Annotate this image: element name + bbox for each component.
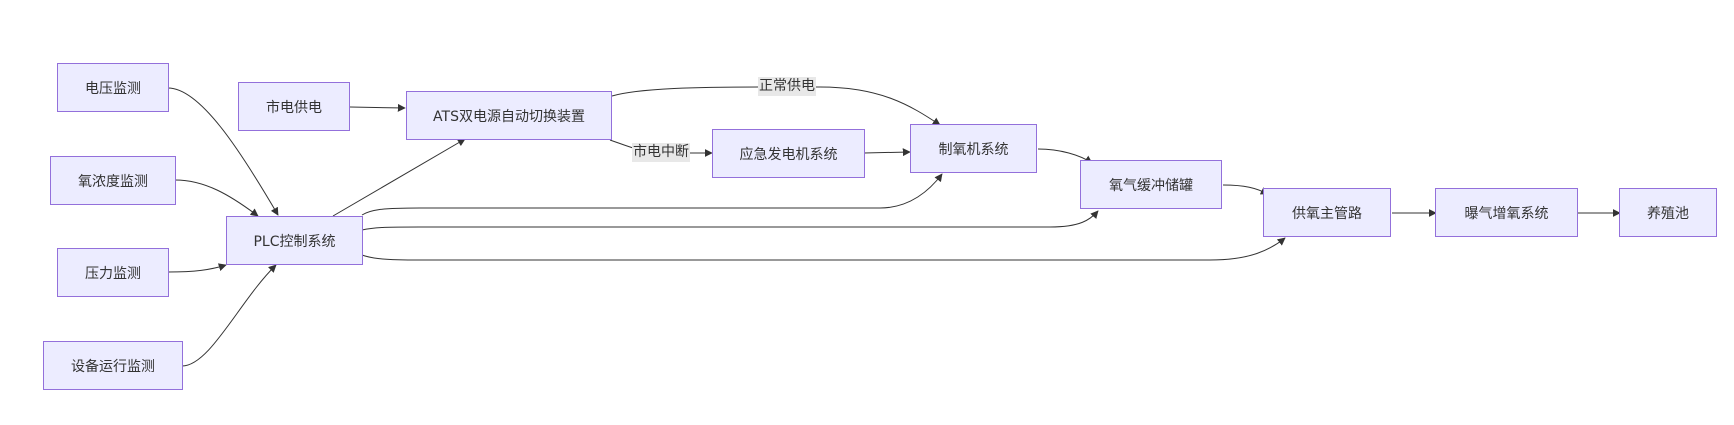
node-oxygen-conc-monitor: 氧浓度监测 (50, 156, 176, 205)
edge-label-normal-power: 正常供电 (758, 77, 816, 96)
node-plc-control: PLC控制系统 (226, 216, 363, 265)
node-voltage-monitor: 电压监测 (57, 63, 169, 112)
edge-buffer-tank-main-pipe (1222, 184, 1269, 195)
edge-plc-buffer-tank (361, 210, 1099, 231)
node-emergency-generator: 应急发电机系统 (712, 129, 865, 178)
node-equipment-monitor: 设备运行监测 (43, 341, 183, 390)
edge-label-mains-outage: 市电中断 (632, 143, 690, 162)
edge-plc-main-pipe (361, 237, 1286, 261)
node-oxygen-generator: 制氧机系统 (910, 124, 1037, 173)
edge-oxygen-conc-plc (174, 179, 259, 217)
node-pressure-monitor: 压力监测 (57, 248, 169, 297)
edge-voltage-plc (167, 87, 279, 216)
node-buffer-tank: 氧气缓冲储罐 (1080, 160, 1222, 209)
node-mains-power: 市电供电 (238, 82, 350, 131)
node-ats-switch: ATS双电源自动切换装置 (406, 91, 612, 140)
edge-pressure-plc (167, 263, 227, 273)
edge-equipment-plc (181, 264, 277, 367)
edge-generator-oxygen-gen (863, 148, 911, 157)
edge-mains-ats (349, 103, 406, 112)
edge-plc-oxygen-gen (361, 173, 943, 216)
edge-plc-ats (332, 138, 466, 217)
node-culture-pond: 养殖池 (1619, 188, 1717, 237)
node-main-pipe: 供氧主管路 (1263, 188, 1391, 237)
node-aeration-system: 曝气增氧系统 (1435, 188, 1578, 237)
